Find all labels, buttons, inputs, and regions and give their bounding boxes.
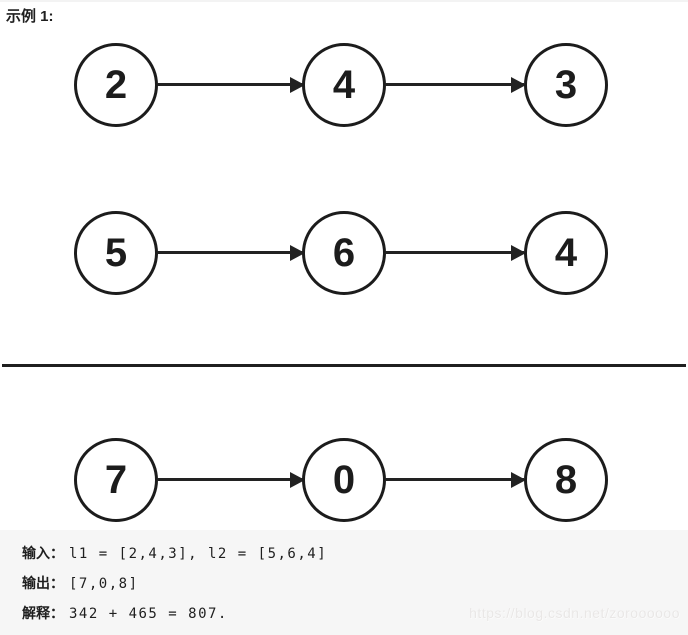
arrowhead-icon <box>290 471 305 488</box>
list-node: 4 <box>524 211 608 295</box>
list-node: 2 <box>74 43 158 127</box>
next-pointer-arrow <box>157 76 305 93</box>
node-value: 4 <box>554 231 578 275</box>
arrowhead-icon <box>511 471 526 488</box>
input-label: 输入： <box>22 546 64 562</box>
csdn-watermark: https://blog.csdn.net/zoroooooo <box>469 605 680 621</box>
list-node: 7 <box>74 438 158 522</box>
output-label: 输出： <box>22 576 64 592</box>
explanation-label: 解释： <box>22 606 64 622</box>
list-node: 5 <box>74 211 158 295</box>
list-node: 6 <box>302 211 386 295</box>
node-value: 4 <box>332 63 356 107</box>
arrowhead-icon <box>511 76 526 93</box>
top-border-strip <box>0 0 688 2</box>
node-value: 8 <box>554 458 578 502</box>
next-pointer-arrow <box>157 244 305 261</box>
list-node: 4 <box>302 43 386 127</box>
list-node: 3 <box>524 43 608 127</box>
divider-line <box>2 364 686 367</box>
next-pointer-arrow <box>157 471 305 488</box>
arrowhead-icon <box>511 244 526 261</box>
arrowhead-icon <box>290 76 305 93</box>
node-value: 0 <box>332 458 356 502</box>
code-line-explanation: 解释： 342 + 465 = 807. <box>22 599 672 629</box>
list-node: 8 <box>524 438 608 522</box>
next-pointer-arrow <box>385 471 526 488</box>
output-value: [7,0,8] <box>69 576 139 592</box>
linked-list-result: 7 0 8 <box>0 438 688 522</box>
node-value: 7 <box>104 458 128 502</box>
linked-list-l1: 2 4 3 <box>0 43 688 127</box>
node-value: 6 <box>332 231 356 275</box>
example-code-block: 输入： l1 = [2,4,3], l2 = [5,6,4] 输出： [7,0,8]… <box>0 530 688 635</box>
next-pointer-arrow <box>385 76 526 93</box>
example-title: 示例 1: <box>6 8 54 25</box>
explanation-value: 342 + 465 = 807. <box>69 606 228 622</box>
node-value: 2 <box>104 63 128 107</box>
next-pointer-arrow <box>385 244 526 261</box>
node-value: 3 <box>554 63 578 107</box>
linked-list-l2: 5 6 4 <box>0 211 688 295</box>
code-line-input: 输入： l1 = [2,4,3], l2 = [5,6,4] <box>22 539 672 569</box>
code-line-output: 输出： [7,0,8] <box>22 569 672 599</box>
list-node: 0 <box>302 438 386 522</box>
input-value: l1 = [2,4,3], l2 = [5,6,4] <box>69 546 328 562</box>
arrowhead-icon <box>290 244 305 261</box>
node-value: 5 <box>104 231 128 275</box>
